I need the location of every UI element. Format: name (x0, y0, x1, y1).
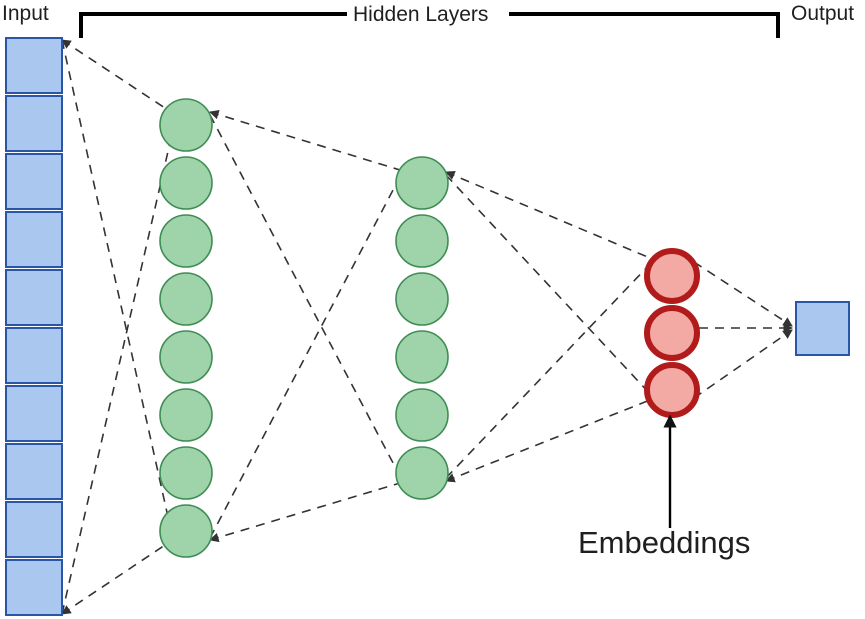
hidden-node (395, 446, 449, 500)
hidden-layers-label: Hidden Layers (350, 3, 492, 27)
hidden-node (159, 272, 213, 326)
hidden-node (395, 156, 449, 210)
output-node (795, 301, 850, 356)
input-node (5, 211, 63, 268)
input-node (5, 153, 63, 210)
hidden-node (395, 272, 449, 326)
embedding-node (644, 362, 700, 418)
hidden-node (395, 214, 449, 268)
connection-line (61, 133, 173, 615)
connection-line (693, 261, 793, 327)
connection-line (445, 170, 651, 259)
hidden-node (159, 388, 213, 442)
hidden-node (159, 214, 213, 268)
connection-line (209, 172, 403, 539)
connection-line (445, 261, 653, 479)
connection-line (209, 114, 403, 481)
embedding-node (644, 248, 700, 304)
input-node (5, 385, 63, 442)
input-node (5, 501, 63, 558)
connection-line (209, 109, 401, 171)
connection-line (61, 39, 169, 111)
hidden-node (395, 388, 449, 442)
input-layer-label: Input (2, 2, 49, 25)
hidden-node (159, 330, 213, 384)
embeddings-annotation-label: Embeddings (578, 525, 751, 560)
input-node (5, 269, 63, 326)
input-node (5, 559, 63, 616)
hidden-node (159, 504, 213, 558)
input-node (5, 443, 63, 500)
hidden-node (395, 330, 449, 384)
hidden-node (159, 98, 213, 152)
connection-line (209, 482, 401, 543)
connection-line (445, 399, 651, 483)
connection-line (61, 39, 173, 536)
connection-line (693, 329, 793, 399)
input-node (5, 37, 63, 94)
bracket-path (79, 12, 780, 38)
connection-line (445, 174, 653, 397)
connections-group (61, 39, 793, 615)
nodes-group (5, 37, 850, 616)
output-layer-label: Output (791, 2, 855, 25)
hidden-node (159, 446, 213, 500)
hidden-layers-bracket (79, 12, 780, 38)
hidden-node (159, 156, 213, 210)
input-node (5, 95, 63, 152)
connection-line (61, 542, 169, 615)
input-node (5, 327, 63, 384)
embedding-node (644, 305, 700, 361)
